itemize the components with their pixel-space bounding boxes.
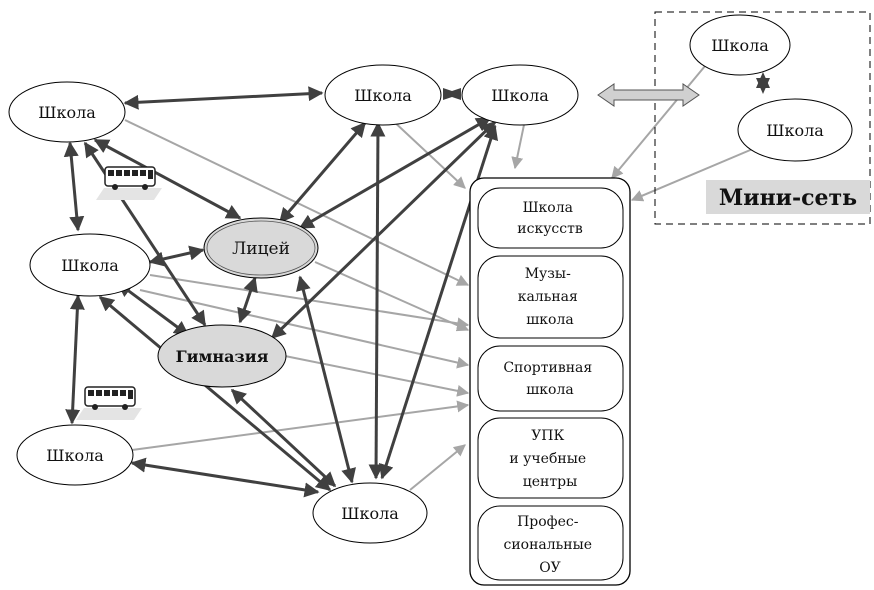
mini-network-label: Мини-сеть [719,185,857,211]
star-connector-mini [756,72,770,94]
institution-art-school: Школа искусств [477,187,624,249]
light-arrows [124,59,756,491]
arrow-schoolBM-to-institutions [409,444,466,491]
star-connector-top [443,88,461,100]
arrow-schoolTR-lyceum [298,116,492,230]
institution-professional: Профес- сиональные ОУ [477,505,624,581]
mini-network-frame [654,11,871,225]
svg-text:Школа искусств: Школа искусств [517,200,583,237]
arrow-schoolBL-schoolBM [130,457,320,498]
arrow-lyceum-gymnasium [237,276,258,324]
institution-line: УПК [531,428,564,444]
arrow-schoolBL-to-institutions [131,400,470,451]
svg-text:Музы- кальная школ: Музы- кальная школа [518,266,583,328]
dark-arrows [63,86,499,498]
institution-line: Школа [523,200,573,216]
institution-line: центры [523,474,577,490]
school-top-right: Школа [461,64,579,126]
institution-music-school: Музы- кальная школа [477,255,624,339]
institution-upk-centers: УПК и учебные центры [477,417,624,499]
school-mid-left-label: Школа [61,256,119,275]
school-top-mid: Школа [324,64,442,126]
svg-text:Спортивная школа: Спортивная школа [503,360,596,398]
arrow-schoolML-gymnasium [116,281,190,337]
arrow-schoolTM-schoolBM [368,121,386,480]
school-top-left: Школа [8,81,126,143]
institution-line: Спортивная [503,360,592,376]
arrow-gymnasium-schoolBM [230,388,337,488]
arrow-schoolTL-schoolTM [123,86,324,110]
arrow-schoolTR-to-institutions [511,119,526,170]
arrow-schoolML-lyceum [148,245,205,267]
bus-icon [76,386,142,420]
institution-line: и учебные [509,451,586,467]
institution-sport-school: Спортивная школа [477,345,624,412]
institution-line: кальная [518,289,578,305]
mini-network-label-bg [706,180,870,214]
institution-line: школа [526,382,573,398]
school-bottom-left-label: Школа [46,446,104,465]
school-mid-left: Школа [29,233,151,297]
arrow-lyceum-schoolBM [296,275,356,484]
mini-school-a-label: Школа [711,36,769,55]
arrow-gymnasium-to-institutions [279,354,470,397]
institution-line: школа [526,312,573,328]
institution-line: Профес- [517,514,579,530]
school-top-right-label: Школа [491,86,549,105]
double-arrow-to-mini-network [597,83,700,107]
school-bottom-mid: Школа [312,482,428,544]
school-top-left-label: Школа [38,103,96,122]
svg-text:УПК и учебные цент: УПК и учебные центры [509,428,590,490]
institution-line: Музы- [525,266,571,282]
mini-school-a: Школа [689,14,791,76]
arrow-schoolTL-schoolML [63,141,85,232]
arrow-schoolTM-lyceum [278,121,367,224]
institution-line: ОУ [539,560,561,576]
lyceum-node: Лицей [203,217,319,279]
gymnasium-node: Гимназия [157,324,287,388]
school-top-mid-label: Школа [354,86,412,105]
gymnasium-label: Гимназия [176,347,269,366]
mini-school-b: Школа [737,98,853,162]
svg-text:Профес- сиональные: Профес- сиональные ОУ [503,514,596,576]
institution-line: искусств [517,221,583,237]
arrow-miniB-to-institutions [630,147,756,202]
lyceum-label: Лицей [232,239,290,259]
institution-line: сиональные [503,537,592,553]
arrow-miniA-to-institutions [611,59,711,179]
mini-school-b-label: Школа [766,121,824,140]
arrow-schoolML-schoolBL [65,294,85,425]
school-bottom-mid-label: Школа [341,504,399,523]
school-bottom-left: Школа [16,424,134,486]
bus-icon [96,166,162,200]
